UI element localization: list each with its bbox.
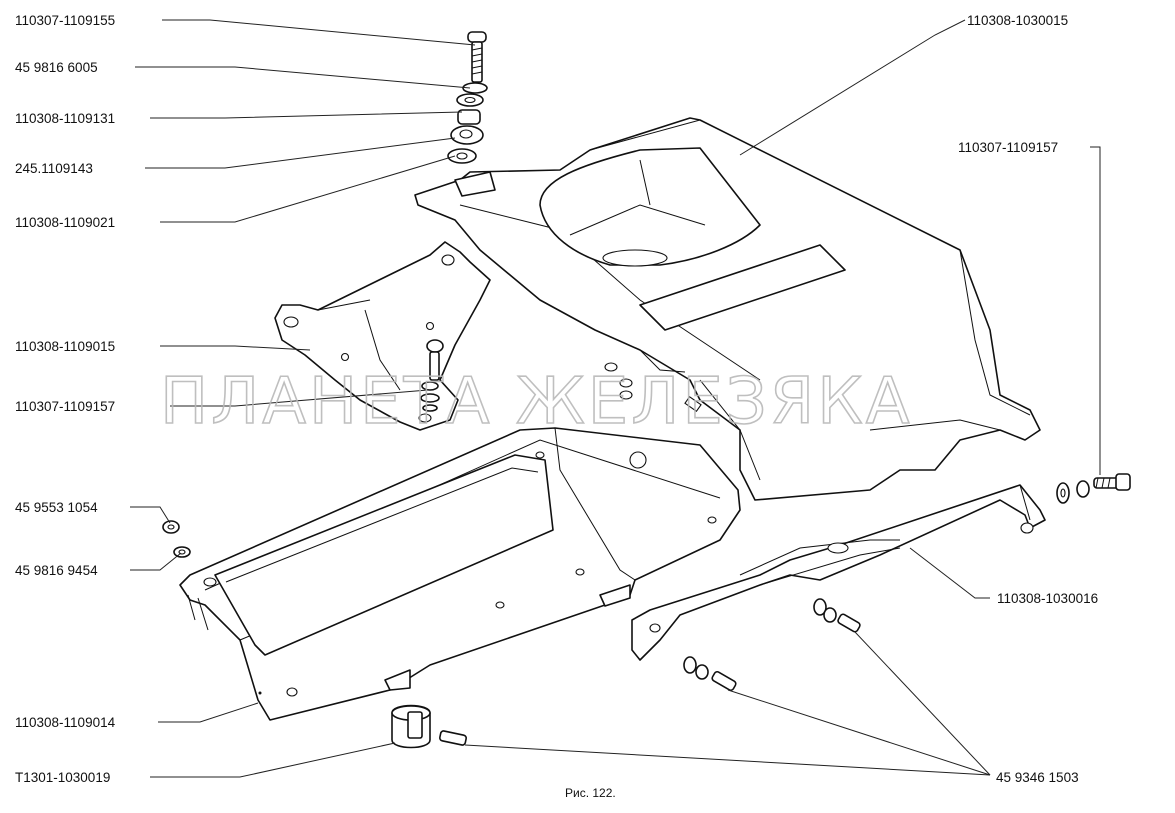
top-fastener-stack xyxy=(447,31,496,197)
label-110308-1030016: 110308-1030016 xyxy=(997,591,1098,606)
watermark: ПЛАНЕТА ЖЕЛЕЗЯКА xyxy=(160,365,912,439)
middle-fastener xyxy=(420,339,444,412)
label-110308-1109015: 110308-1109015 xyxy=(15,339,115,354)
figure-caption: Рис. 122. xyxy=(565,786,616,800)
label-45-9816-6005: 45 9816 6005 xyxy=(15,60,98,75)
label-110307-1109155: 110307-1109155 xyxy=(15,13,115,28)
lower-screws xyxy=(683,598,861,692)
label-110307-1109157-left: 110307-1109157 xyxy=(15,399,115,414)
label-110308-1109131: 110308-1109131 xyxy=(15,111,115,126)
label-110308-1109021: 110308-1109021 xyxy=(15,215,115,230)
label-45-9816-9454: 45 9816 9454 xyxy=(15,563,98,578)
label-110308-1109014: 110308-1109014 xyxy=(15,715,116,730)
label-45-9553-1054: 45 9553 1054 xyxy=(15,500,98,515)
label-45-9346-1503: 45 9346 1503 xyxy=(996,770,1079,785)
main-housing xyxy=(414,117,1041,501)
right-fastener xyxy=(1056,473,1131,504)
right-strip-bracket xyxy=(631,484,1046,661)
label-t1301-1030019: Т1301-1030019 xyxy=(15,770,110,785)
label-110308-1030015: 110308-1030015 xyxy=(967,13,1068,28)
clamp xyxy=(391,704,467,749)
left-washers xyxy=(162,520,191,558)
label-245-1109143: 245.1109143 xyxy=(15,161,93,176)
part-labels: 110307-1109155 45 9816 6005 110308-11091… xyxy=(15,13,1098,785)
label-110307-1109157-right: 110307-1109157 xyxy=(958,140,1058,155)
lower-panel xyxy=(179,427,741,721)
leader-lines xyxy=(130,19,1101,778)
